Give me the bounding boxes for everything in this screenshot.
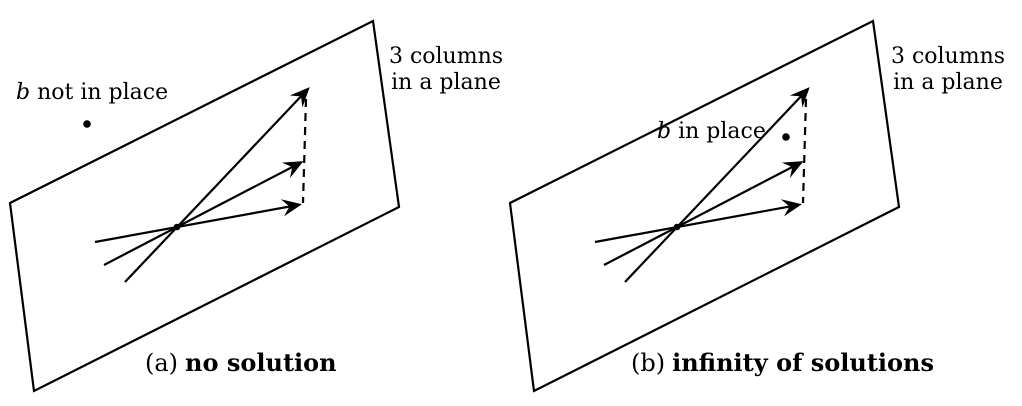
caption-b-index: (b)	[631, 349, 666, 377]
caption-b-text: infinity of solutions	[672, 348, 935, 377]
caption-a: (a)no solution	[145, 348, 337, 377]
b-variable: b	[16, 80, 31, 105]
column-vector-3-b	[594, 199, 802, 244]
label-3-columns-b: 3 columns in a plane	[886, 44, 1010, 96]
panel-b-drawing	[508, 19, 901, 393]
label-text: in place	[671, 119, 766, 144]
label-text: not in place	[30, 80, 169, 105]
b-variable: b	[657, 119, 672, 144]
caption-a-text: no solution	[185, 348, 337, 377]
caption-b: (b)infinity of solutions	[631, 348, 935, 377]
plane-parallelogram-a	[8, 19, 401, 393]
column-vector-2-b	[603, 161, 804, 266]
plane-note-line2: in a plane	[391, 70, 501, 95]
origin-point-b	[673, 223, 681, 231]
label-3-columns-a: 3 columns in a plane	[384, 44, 508, 96]
b-point-b	[782, 133, 790, 141]
plane-note-line2: in a plane	[893, 70, 1003, 95]
dashed-projection-a	[301, 98, 308, 204]
label-b-not-in-plane: b not in place	[16, 80, 168, 106]
plane-parallelogram-b	[508, 19, 901, 393]
origin-point-a	[173, 223, 181, 231]
label-b-in-plane: b in place	[657, 119, 766, 145]
plane-note-line1: 3 columns	[388, 44, 504, 69]
plane-note-line1: 3 columns	[890, 44, 1006, 69]
column-vector-3-a	[94, 199, 302, 244]
column-vector-1-b	[624, 87, 810, 283]
column-vector-2-a	[103, 161, 304, 266]
dashed-projection-b	[801, 98, 808, 204]
caption-a-index: (a)	[145, 349, 179, 377]
column-vector-1-a	[124, 87, 310, 283]
panel-a-drawing	[8, 19, 401, 393]
b-point-a	[83, 120, 91, 128]
